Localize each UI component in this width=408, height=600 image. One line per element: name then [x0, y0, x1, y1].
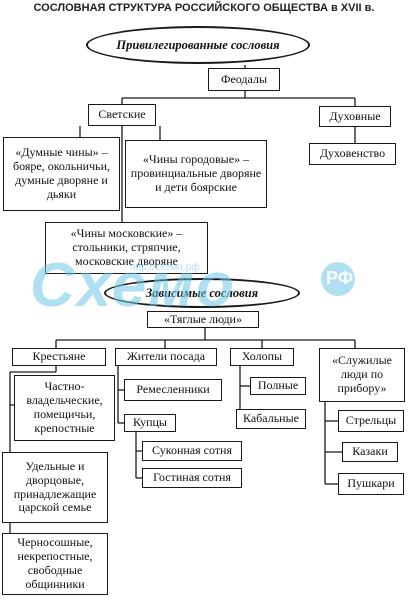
- node-chiny-gorodovye: «Чины городовые» – провинциальные дворян…: [125, 140, 267, 208]
- privileged-estates-header: Привилегированные сословия: [86, 26, 310, 64]
- node-streltsy: Стрельцы: [338, 410, 404, 432]
- node-holopy: Холопы: [230, 348, 294, 366]
- node-duhovenstvo: Духовенство: [309, 143, 396, 165]
- node-kabalnye: Кабальные: [236, 409, 306, 429]
- node-chernososhnye: Черносошные, некрепостные, свободные общ…: [2, 533, 108, 595]
- node-duhovnye: Духовные: [319, 106, 391, 127]
- node-feodaly: Феодалы: [208, 68, 280, 91]
- node-polnye: Полные: [250, 377, 306, 395]
- dependent-estates-header: Зависимые сословия: [104, 278, 300, 308]
- watermark-url: http://схемо.рф: [130, 262, 200, 273]
- node-chiny-moskovskie: «Чины московские» – стольники, стряпчие,…: [45, 222, 208, 274]
- watermark-logo: Схемо: [30, 251, 236, 320]
- node-remeslenniki: Ремесленники: [124, 379, 222, 401]
- node-krestyane: Крестьяне: [12, 348, 106, 366]
- watermark-suffix: РФ: [326, 268, 354, 288]
- node-tyaglye-lyudi: «Тяглые люди»: [147, 311, 259, 328]
- node-chastnovladelcheskie: Частно-владельческие, помещичьи, крепост…: [14, 375, 115, 441]
- node-zhiteli-posada: Жители посада: [115, 348, 217, 366]
- node-dumnye-chiny: «Думные чины» – бояре, окольничьи, думны…: [3, 137, 120, 211]
- node-svetskie: Светские: [88, 104, 156, 126]
- node-sukonnaya-sotnya: Суконная сотня: [142, 441, 242, 461]
- node-gostinaya-sotnya: Гостиная сотня: [142, 468, 242, 488]
- node-pushkari: Пушкари: [338, 473, 404, 495]
- node-sluzhilye-lyudi: «Служилые люди по прибору»: [319, 348, 405, 402]
- diagram-title: СОСЛОВНАЯ СТРУКТУРА РОССИЙСКОГО ОБЩЕСТВА…: [33, 2, 375, 14]
- node-kazaki: Казаки: [342, 442, 398, 462]
- node-udelnye-dvortsovye: Удельные и дворцовые, принадлежащие царс…: [2, 452, 108, 523]
- node-kuptsy: Купцы: [124, 414, 176, 432]
